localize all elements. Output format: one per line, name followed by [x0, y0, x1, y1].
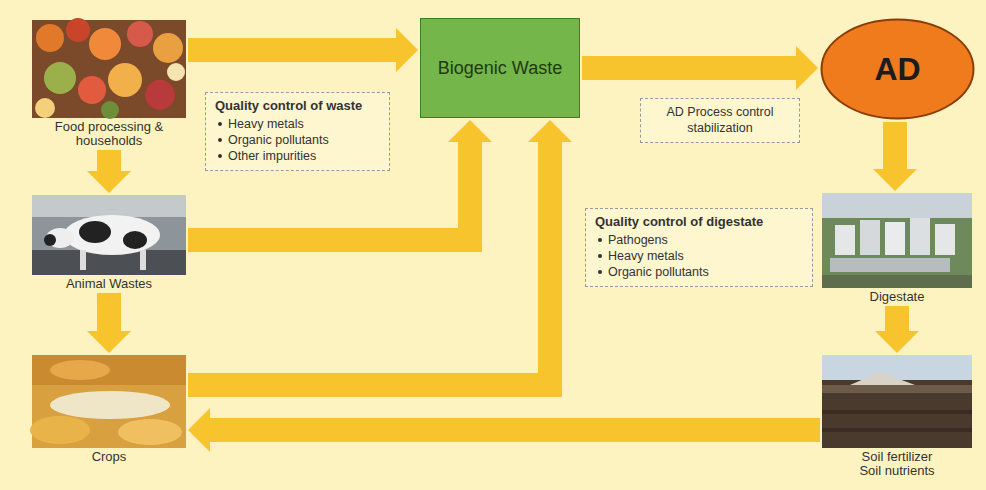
bullet-dot — [598, 270, 602, 274]
box-text: Biogenic Waste — [438, 57, 562, 79]
photo-node: Soil fertilizerSoil nutrients — [822, 355, 972, 478]
arrow-head — [796, 46, 818, 90]
box-heading: Quality control of waste — [215, 98, 380, 114]
arrow-head — [875, 331, 919, 353]
digestate-photo — [822, 193, 972, 288]
list-item: Organic pollutants — [595, 264, 803, 280]
flow-arrow — [188, 408, 820, 452]
arrow-shaft — [97, 293, 121, 331]
bullet-dot — [598, 238, 602, 242]
list-item: Other impurities — [215, 148, 380, 164]
crops-photo — [30, 355, 186, 448]
list-item: Heavy metals — [595, 248, 803, 264]
list-item: Heavy metals — [215, 116, 380, 132]
process-box: Biogenic Waste — [420, 18, 580, 118]
arrow-head — [396, 28, 418, 72]
list-text: Other impurities — [228, 148, 316, 164]
bullet-dot — [218, 138, 222, 142]
arrow-head — [188, 408, 210, 452]
flow-arrow — [582, 46, 818, 90]
list-text: Pathogens — [608, 232, 668, 248]
flow-arrow — [87, 293, 131, 353]
soil-photo — [822, 355, 972, 448]
bullet-dot — [218, 122, 222, 126]
process-note-box: AD Process control stabilization — [640, 98, 800, 143]
flow-arrow — [188, 28, 418, 72]
list-text: Organic pollutants — [608, 264, 709, 280]
process-circle: AD — [820, 18, 975, 120]
flow-arrow — [873, 122, 917, 191]
list-text: Heavy metals — [228, 116, 304, 132]
photo-caption: Crops — [32, 450, 186, 464]
list-text: Organic pollutants — [228, 132, 329, 148]
photo-caption: Digestate — [822, 290, 972, 304]
bullet-dot — [218, 154, 222, 158]
arrow-head — [873, 169, 917, 191]
cow-photo — [32, 195, 186, 275]
photo-node: Crops — [32, 355, 186, 464]
box-heading: Quality control of digestate — [595, 214, 803, 230]
list-text: Heavy metals — [608, 248, 684, 264]
arrow-shaft — [188, 142, 550, 385]
arrow-head — [87, 171, 131, 193]
arrow-head — [528, 120, 572, 142]
photo-caption: Soil nutrients — [822, 464, 972, 478]
photo-node: Food processing & households — [32, 20, 186, 148]
quality-control-box: Quality control of wasteHeavy metalsOrga… — [205, 92, 390, 171]
photo-node: Animal Wastes — [32, 195, 186, 291]
food-photo — [32, 18, 186, 119]
circle-text: AD — [874, 51, 920, 88]
flow-arrow — [875, 306, 919, 353]
bullet-dot — [598, 254, 602, 258]
photo-node: Digestate — [822, 193, 972, 304]
arrow-shaft — [97, 150, 121, 171]
arrow-shaft — [188, 38, 396, 62]
arrow-head — [448, 120, 492, 142]
flow-arrow — [87, 150, 131, 193]
photo-caption: Soil fertilizer — [822, 450, 972, 464]
quality-control-box: Quality control of digestatePathogensHea… — [585, 208, 813, 287]
list-item: Pathogens — [595, 232, 803, 248]
arrow-shaft — [210, 418, 820, 442]
list-item: Organic pollutants — [215, 132, 380, 148]
photo-caption: Animal Wastes — [32, 277, 186, 291]
photo-caption: Food processing & households — [32, 120, 186, 148]
arrow-shaft — [582, 56, 796, 80]
box-text: AD Process control stabilization — [667, 105, 774, 135]
arrow-shaft — [885, 306, 909, 331]
arrow-shaft — [883, 122, 907, 169]
arrow-head — [87, 331, 131, 353]
